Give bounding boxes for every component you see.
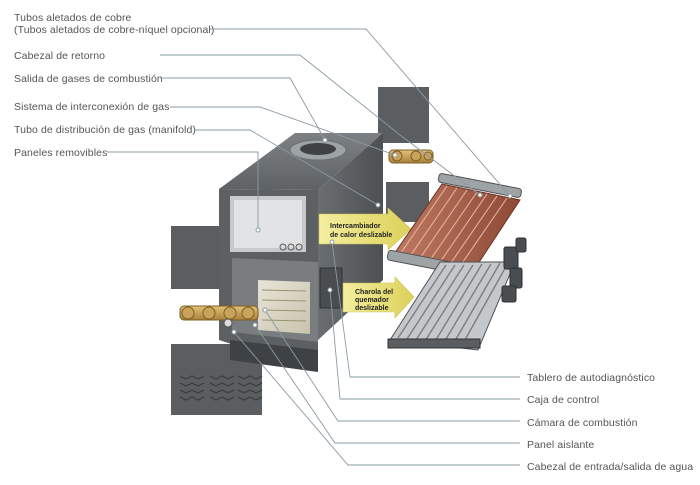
gas-valves bbox=[501, 237, 527, 303]
label-cabezal-entrada-salida: Cabezal de entrada/salida de agua bbox=[527, 461, 694, 473]
arrow-burner-line3: deslizable bbox=[355, 305, 389, 312]
leader-lines bbox=[107, 28, 520, 466]
arrow-burner-tray: Charola del quemador deslizable bbox=[342, 276, 415, 319]
boiler-body bbox=[219, 133, 383, 372]
label-paneles-removibles: Paneles removibles bbox=[14, 147, 108, 159]
label-panel-aislante: Panel aislante bbox=[527, 439, 595, 451]
burner-tray-slideout bbox=[387, 237, 527, 351]
label-caja-control: Caja de control bbox=[527, 394, 600, 406]
label-tablero-autodiagnostico: Tablero de autodiagnóstico bbox=[527, 372, 656, 384]
panel-vents bbox=[179, 375, 263, 401]
water-header bbox=[179, 305, 259, 328]
leader-dots bbox=[231, 137, 513, 335]
label-salida-gases: Salida de gases de combustión bbox=[14, 73, 163, 85]
burner-tray bbox=[261, 289, 307, 322]
label-tubos-aletados: Tubos aletados de cobre (Tubos aletados … bbox=[14, 12, 215, 36]
label-interconexion-gas: Sistema de interconexión de gas bbox=[14, 101, 170, 113]
label-manifold: Tubo de distribución de gas (manifold) bbox=[14, 124, 197, 136]
arrow-heat-exchanger-line1: Intercambiador bbox=[330, 223, 381, 230]
panel-top-right bbox=[378, 87, 429, 143]
label-cabezal-retorno: Cabezal de retorno bbox=[14, 50, 106, 62]
arrow-burner-line1: Charola del bbox=[355, 289, 393, 296]
gauges bbox=[279, 243, 303, 251]
insulation-panel bbox=[258, 280, 310, 334]
arrow-heat-exchanger: Intercambiador de calor deslizable bbox=[318, 207, 412, 251]
arrow-burner-line2: quemador bbox=[355, 297, 389, 304]
arrow-heat-exchanger-line2: de calor deslizable bbox=[330, 232, 392, 239]
label-camara-combustion: Cámara de combustión bbox=[527, 417, 638, 429]
